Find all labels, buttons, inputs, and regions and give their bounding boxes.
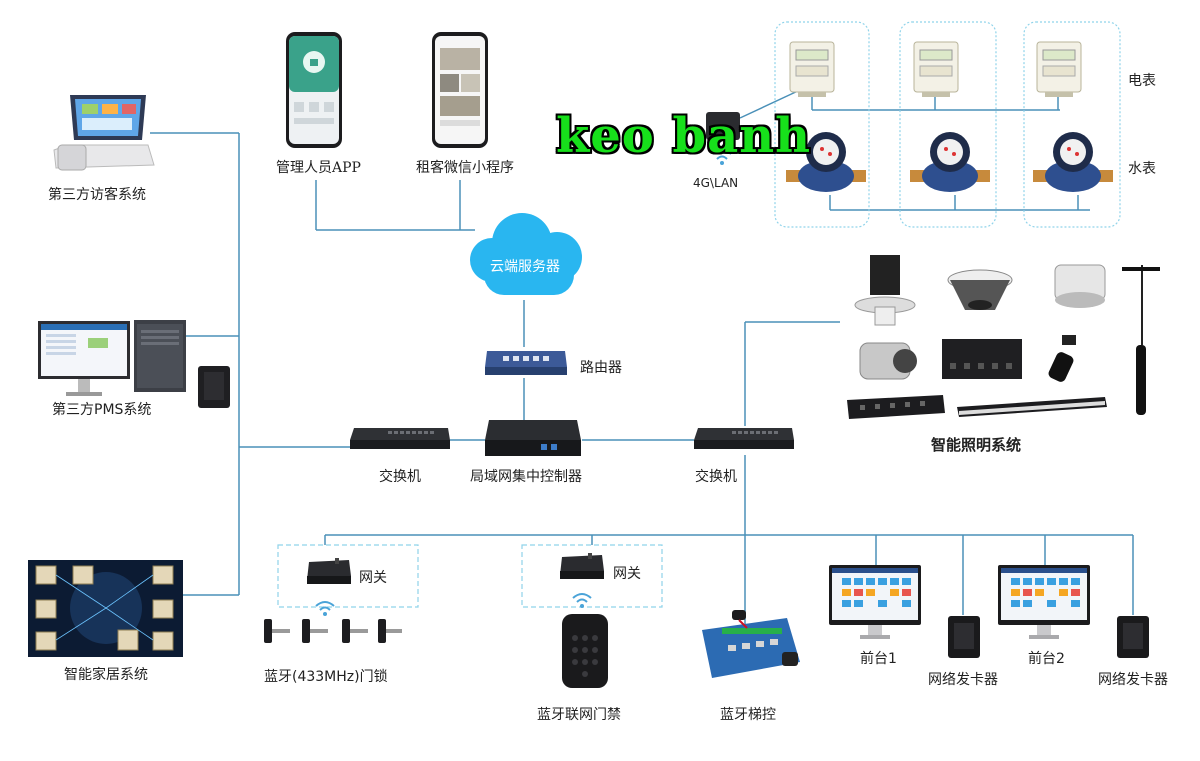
elevator-controller-icon xyxy=(692,610,804,689)
wireless-signal-icon xyxy=(570,590,594,614)
card-issuer-1-label: 网络发卡器 xyxy=(928,672,998,688)
4g-lan-label: 4G\LAN xyxy=(693,176,739,190)
manager-phone-icon xyxy=(286,32,342,152)
access-keypad-icon xyxy=(561,613,609,693)
switch-left-icon xyxy=(348,426,452,456)
bt-lock-label: 蓝牙(433MHz)门锁 xyxy=(264,669,388,685)
smart-home-image xyxy=(28,560,183,661)
router-label: 路由器 xyxy=(580,360,622,376)
door-lock-icon xyxy=(262,617,404,651)
electric-meter-label: 电表 xyxy=(1128,73,1156,89)
electric-meter-icon xyxy=(1035,40,1083,102)
front-desk-monitor-icon xyxy=(997,564,1091,646)
router-icon xyxy=(483,347,568,381)
manager-app-label: 管理人员APP xyxy=(276,160,361,176)
water-meter-icon xyxy=(786,122,866,204)
cloud-icon xyxy=(462,205,592,304)
smart-home-label: 智能家居系统 xyxy=(64,667,148,683)
tenant-phone-icon xyxy=(432,32,488,152)
card-issuer-icon xyxy=(947,615,981,663)
front-desk-monitor-icon xyxy=(828,564,922,646)
gateway-1-label: 网关 xyxy=(359,570,387,586)
visitor-system-label: 第三方访客系统 xyxy=(48,187,146,203)
pms-computer-icon xyxy=(38,318,233,414)
bt-elevator-label: 蓝牙梯控 xyxy=(720,707,776,723)
water-meter-icon xyxy=(1033,122,1113,204)
gateway-icon xyxy=(305,558,353,592)
electric-meter-icon xyxy=(912,40,960,102)
lighting-fixtures-image xyxy=(845,245,1175,429)
pms-system-label: 第三方PMS系统 xyxy=(52,402,152,418)
switch-left-label: 交换机 xyxy=(379,469,421,485)
gateway-icon xyxy=(558,553,606,587)
lan-controller-label: 局域网集中控制器 xyxy=(470,469,582,485)
switch-right-icon xyxy=(692,426,796,456)
pos-terminal-icon xyxy=(48,90,158,179)
wireless-signal-icon xyxy=(313,598,337,622)
card-issuer-2-label: 网络发卡器 xyxy=(1098,672,1168,688)
cloud-server-label: 云端服务器 xyxy=(490,259,560,275)
card-issuer-icon xyxy=(1116,615,1150,663)
switch-right-label: 交换机 xyxy=(695,469,737,485)
lan-controller-icon xyxy=(483,418,583,464)
4g-gateway-icon xyxy=(700,110,745,174)
gateway-2-label: 网关 xyxy=(613,566,641,582)
lighting-system-label: 智能照明系统 xyxy=(931,436,1022,454)
watermark-text: keo banh xyxy=(556,108,811,164)
water-meter-label: 水表 xyxy=(1128,161,1156,177)
front-desk-1-label: 前台1 xyxy=(860,651,897,667)
bt-access-label: 蓝牙联网门禁 xyxy=(537,707,621,723)
front-desk-2-label: 前台2 xyxy=(1028,651,1065,667)
electric-meter-icon xyxy=(788,40,836,102)
water-meter-icon xyxy=(910,122,990,204)
tenant-miniprogram-label: 租客微信小程序 xyxy=(416,160,514,176)
